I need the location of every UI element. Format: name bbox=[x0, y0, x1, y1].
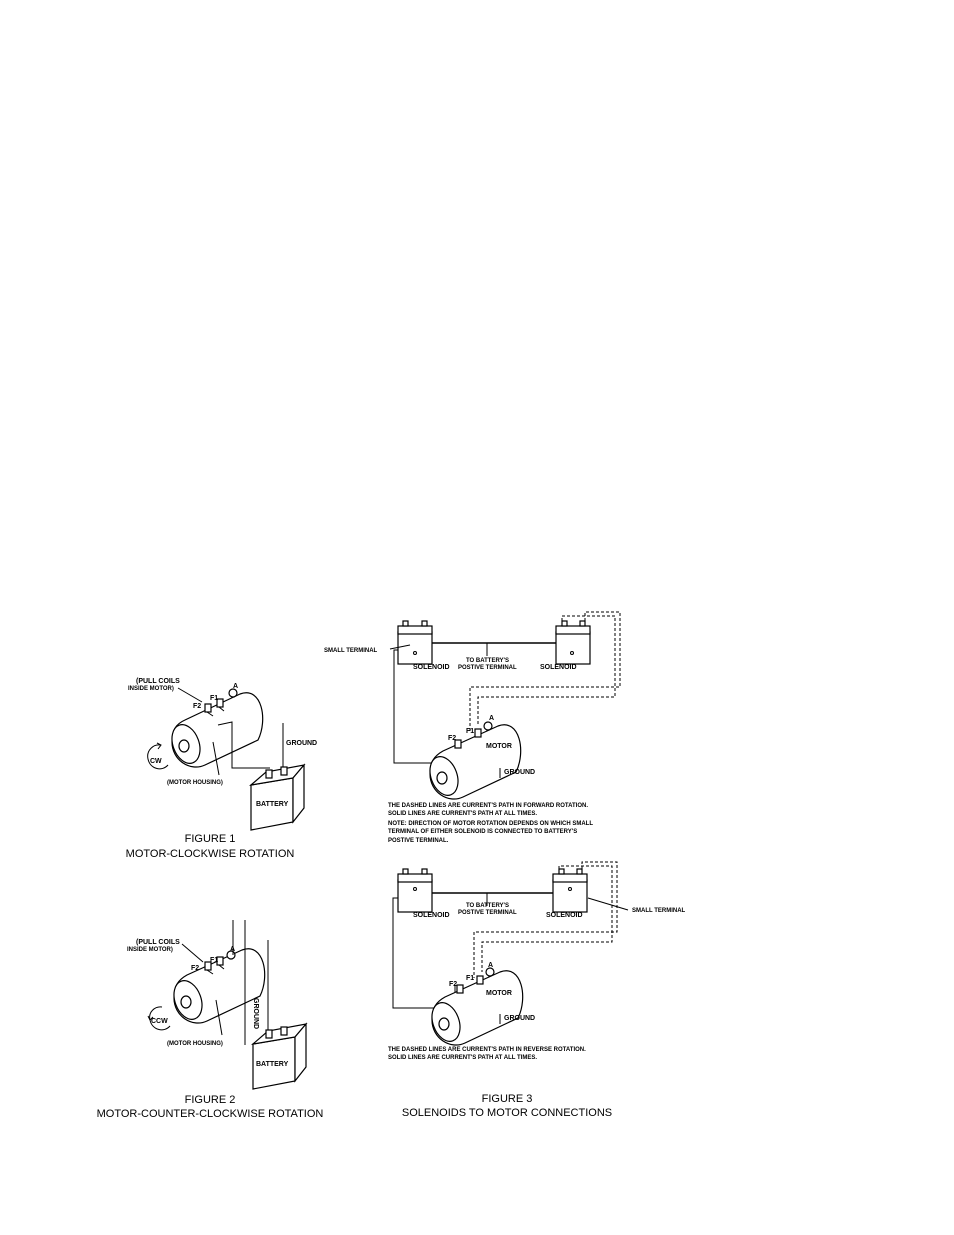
motor-housing-label-2: (MOTOR HOUSING) bbox=[167, 1041, 223, 1047]
note-a-2: SOLID LINES ARE CURRENT'S PATH AT ALL TI… bbox=[388, 811, 537, 817]
small-terminal-leader-a bbox=[389, 644, 411, 650]
to-battery-label-b1: TO BATTERY'S bbox=[466, 903, 509, 909]
to-battery-label-a1: TO BATTERY'S bbox=[466, 658, 509, 664]
solenoid-right-b bbox=[552, 868, 588, 913]
dashed-path-a-1 bbox=[477, 615, 616, 725]
to-battery-label-a2: POSTIVE TERMINAL bbox=[458, 665, 517, 671]
motor-label-a: MOTOR bbox=[486, 743, 512, 750]
inside-motor-label-2: INSIDE MOTOR) bbox=[127, 947, 173, 953]
terminal-a-label-2: A bbox=[230, 946, 235, 953]
terminal-f2-label-1: F2 bbox=[193, 703, 201, 710]
solenoid-right-label-b: SOLENOID bbox=[546, 912, 583, 919]
figure-2-caption-line2: MOTOR-COUNTER-CLOCKWISE ROTATION bbox=[97, 1108, 324, 1120]
ground-label-2: GROUND bbox=[252, 998, 259, 1029]
note-a-5: POSTIVE TERMINAL. bbox=[388, 838, 449, 844]
figure-2-caption-line1: FIGURE 2 bbox=[185, 1094, 236, 1106]
battery-1 bbox=[248, 763, 306, 831]
motor-housing-label-1: (MOTOR HOUSING) bbox=[167, 780, 223, 786]
terminal-a-label-1: A bbox=[233, 683, 238, 690]
ground-label-b: GROUND bbox=[504, 1015, 535, 1022]
terminal-f2-label-a: F2 bbox=[448, 735, 456, 742]
solenoid-left-b bbox=[397, 868, 433, 913]
pull-coils-leader-2 bbox=[181, 943, 204, 963]
figure-3-caption-line1: FIGURE 3 bbox=[482, 1093, 533, 1105]
motor-label-b: MOTOR bbox=[486, 990, 512, 997]
dashed-path-b-1 bbox=[481, 865, 613, 972]
small-terminal-label-b: SMALL TERMINAL bbox=[632, 908, 686, 914]
motor-3a-drawing bbox=[429, 721, 522, 800]
terminal-f2-label-2: F2 bbox=[191, 965, 199, 972]
cw-label: CW bbox=[150, 758, 162, 765]
battery-label-2: BATTERY bbox=[256, 1061, 289, 1068]
pull-coils-label-2: (PULL COILS bbox=[136, 939, 180, 946]
terminal-f1-label-2: F1 bbox=[210, 957, 218, 964]
ccw-label: CCW bbox=[151, 1018, 168, 1025]
motor-2-drawing bbox=[173, 920, 266, 1045]
solenoid-left-a bbox=[397, 620, 433, 665]
pull-coils-leader-1 bbox=[177, 687, 203, 703]
terminal-f2-label-b: F2 bbox=[449, 981, 457, 988]
ground-label-1: GROUND bbox=[286, 740, 317, 747]
note-a-1: THE DASHED LINES ARE CURRENT'S PATH IN F… bbox=[388, 803, 588, 809]
terminal-f1-label-a: F1 bbox=[466, 728, 474, 735]
terminal-a-label-a: A bbox=[489, 715, 494, 722]
ccw-rotation-arrow bbox=[147, 1006, 171, 1031]
solenoid-right-label-a: SOLENOID bbox=[540, 664, 577, 671]
figure-1-caption-line1: FIGURE 1 bbox=[185, 833, 236, 845]
figure-3-forward: SMALL TERMINAL SOLENOID SOLENOID TO BATT… bbox=[324, 611, 621, 844]
note-b-2: SOLID LINES ARE CURRENT'S PATH AT ALL TI… bbox=[388, 1055, 537, 1061]
inside-motor-label-1: INSIDE MOTOR) bbox=[128, 686, 174, 692]
figure-2: (PULL COILS INSIDE MOTOR) F2 F1 A GROUND… bbox=[97, 920, 324, 1120]
motor-3b-drawing bbox=[431, 967, 524, 1046]
terminal-f1-label-1: F1 bbox=[210, 695, 218, 702]
solenoid-left-label-b: SOLENOID bbox=[413, 912, 450, 919]
note-b-1: THE DASHED LINES ARE CURRENT'S PATH IN R… bbox=[388, 1047, 586, 1053]
figure-3-reverse: SOLENOID SOLENOID TO BATTERY'S POSTIVE T… bbox=[388, 861, 686, 1119]
battery-label-1: BATTERY bbox=[256, 801, 289, 808]
ground-label-a: GROUND bbox=[504, 769, 535, 776]
figure-1: (PULL COILS INSIDE MOTOR) F2 F1 A GROUND… bbox=[126, 678, 317, 860]
battery-2 bbox=[250, 1022, 308, 1090]
small-terminal-leader-b bbox=[587, 897, 629, 911]
cw-rotation-arrow bbox=[147, 742, 169, 770]
note-a-3: NOTE: DIRECTION OF MOTOR ROTATION DEPEND… bbox=[388, 821, 593, 827]
note-a-4: TERMINAL OF EITHER SOLENOID IS CONNECTED… bbox=[388, 829, 577, 835]
terminal-f1-label-b: F1 bbox=[466, 975, 474, 982]
figure-1-caption-line2: MOTOR-CLOCKWISE ROTATION bbox=[126, 848, 295, 860]
motor-1-drawing bbox=[171, 688, 270, 776]
dashed-path-b-2 bbox=[473, 861, 618, 978]
dashed-path-a-2 bbox=[469, 611, 621, 733]
to-battery-label-b2: POSTIVE TERMINAL bbox=[458, 910, 517, 916]
small-terminal-label-a: SMALL TERMINAL bbox=[324, 648, 378, 654]
solenoid-left-label-a: SOLENOID bbox=[413, 664, 450, 671]
pull-coils-label-1: (PULL COILS bbox=[136, 678, 180, 685]
terminal-a-label-b: A bbox=[488, 962, 493, 969]
figure-3-caption-line2: SOLENOIDS TO MOTOR CONNECTIONS bbox=[402, 1107, 612, 1119]
solenoid-right-a bbox=[555, 620, 591, 665]
